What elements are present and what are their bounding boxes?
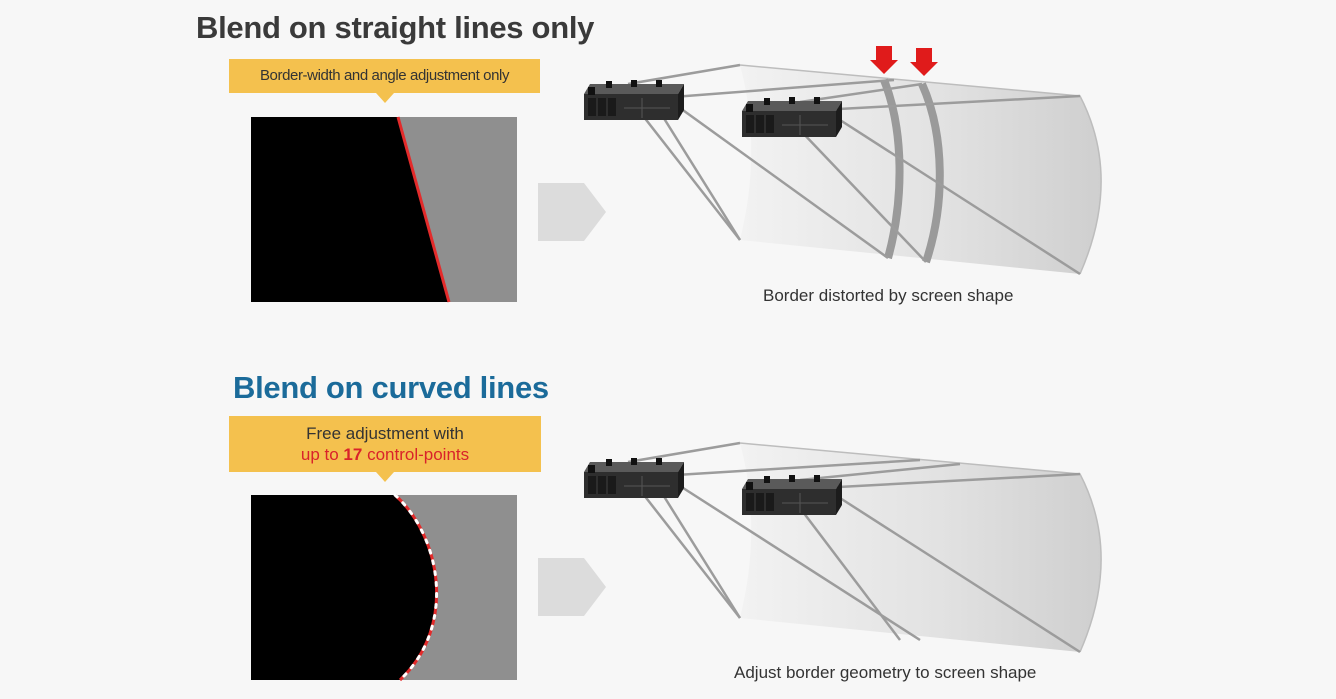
next-arrow-icon: [538, 183, 606, 241]
projector-icon: [583, 79, 685, 121]
callout-curved-prefix: up to: [300, 445, 344, 464]
straight-blend-border: [396, 116, 451, 303]
callout-curved: Free adjustment with up to 17 control-po…: [229, 416, 541, 482]
screen-diagram-bottom: [583, 441, 1102, 654]
control-points: [393, 493, 439, 682]
curved-screen: [740, 443, 1101, 652]
heading-curved-lines: Blend on curved lines: [233, 370, 549, 405]
callout-curved-line2: up to 17 control-points: [229, 444, 541, 465]
callout-straight: Border-width and angle adjustment only: [229, 59, 540, 103]
projector-icon: [583, 457, 685, 499]
callout-tail: [375, 93, 394, 103]
next-arrow-icon: [538, 558, 606, 616]
callout-curved-line1: Free adjustment with: [306, 424, 464, 443]
projection-lines: [627, 63, 1081, 276]
callout-curved-suffix: control-points: [362, 445, 470, 464]
projector-icon: [741, 474, 843, 516]
blend-preview-straight: [251, 116, 517, 303]
down-arrow-marker-icon: [870, 46, 898, 74]
blend-left-image: [251, 495, 437, 680]
screen-diagram-top: [583, 46, 1102, 276]
projection-lines: [627, 441, 1081, 654]
callout-straight-text: Border-width and angle adjustment only: [259, 67, 510, 84]
blend-preview-curved: [251, 493, 517, 682]
callout-tail: [376, 472, 394, 482]
control-point-count: 17: [343, 445, 363, 464]
distorted-border-left: [880, 78, 904, 260]
heading-straight-lines: Blend on straight lines only: [196, 10, 595, 45]
curved-screen: [740, 65, 1101, 274]
projector-icon: [741, 96, 843, 138]
caption-adjusted: Adjust border geometry to screen shape: [734, 663, 1037, 682]
down-arrow-marker-icon: [910, 48, 938, 76]
caption-distorted: Border distorted by screen shape: [763, 286, 1014, 305]
blend-left-image: [251, 117, 449, 302]
